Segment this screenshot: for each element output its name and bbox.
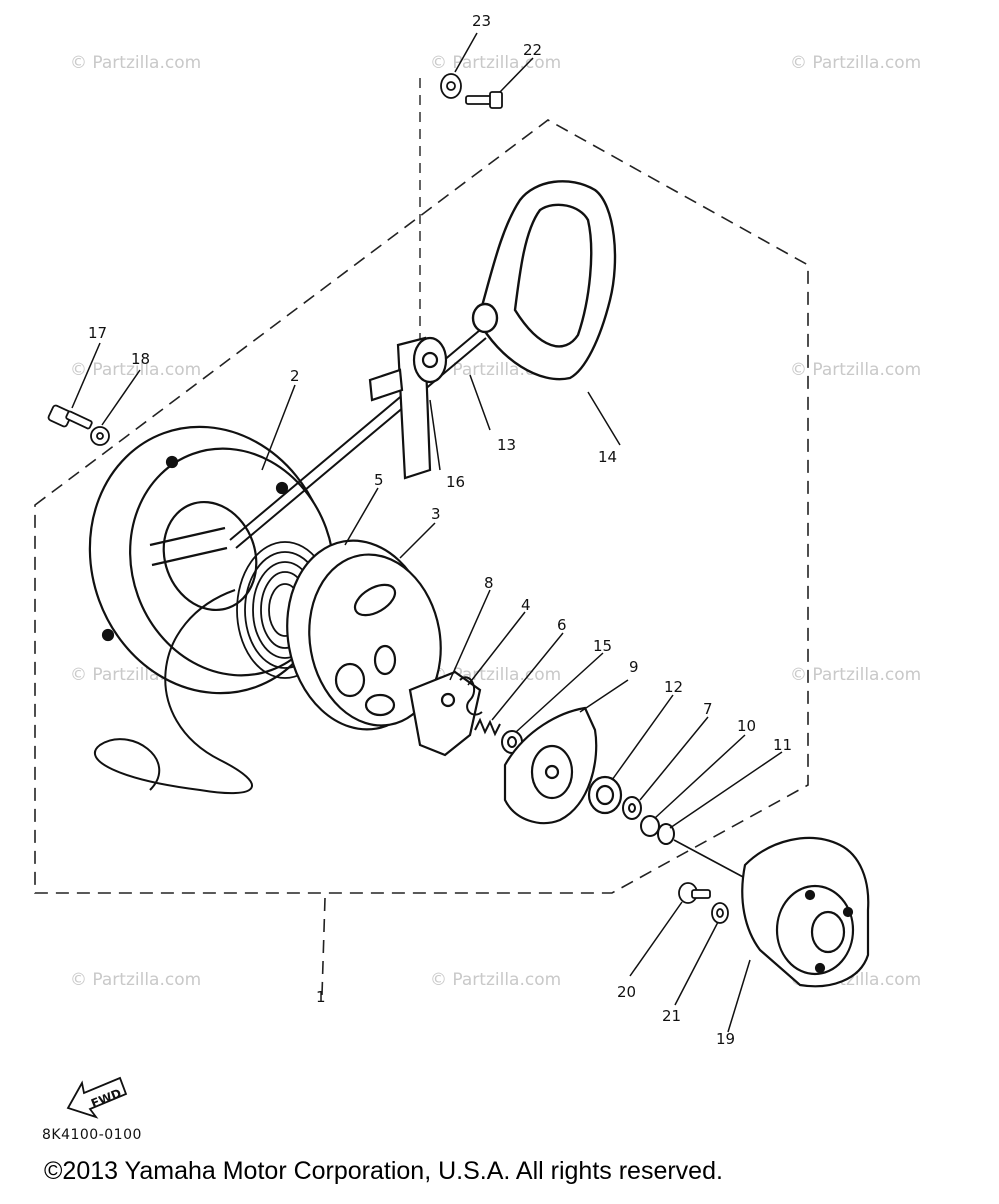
- watermark: © Partzilla.com: [790, 665, 921, 685]
- drive-plate-9: [503, 706, 598, 825]
- assembly-leader: [321, 897, 326, 996]
- diagram-code: 8K4100-0100: [42, 1127, 142, 1143]
- pawl-spring-4: [459, 676, 483, 716]
- watermark: © Partzilla.com: [70, 53, 201, 73]
- part-label-21: 21: [662, 1007, 681, 1025]
- part-label-19: 19: [716, 1030, 735, 1048]
- spring-6: [474, 717, 501, 737]
- washer-21: [711, 902, 729, 924]
- part-label-9: 9: [629, 658, 639, 676]
- part-label-11: 11: [773, 736, 792, 754]
- part-label-16: 16: [446, 473, 465, 491]
- starter-handle-14: [471, 180, 617, 381]
- watermark: © Partzilla.com: [790, 53, 921, 73]
- collar-15: [501, 730, 523, 754]
- axis-line: [673, 839, 746, 879]
- nut-23: [440, 73, 462, 99]
- part-label-17: 17: [88, 324, 107, 342]
- assembly-outline: [34, 119, 809, 894]
- nut-11: [657, 823, 675, 845]
- bolt-17: [47, 404, 93, 430]
- drive-pulley-3: [286, 539, 442, 731]
- part-label-7: 7: [703, 700, 713, 718]
- watermark: © Partzilla.com: [70, 970, 201, 990]
- part-label-8: 8: [484, 574, 494, 592]
- part-label-3: 3: [431, 505, 441, 523]
- washer-7: [622, 796, 642, 820]
- watermark: © Partzilla.com: [430, 970, 561, 990]
- starter-case-2: [88, 425, 335, 695]
- part-label-14: 14: [598, 448, 617, 466]
- leader-lines: [71, 32, 783, 1033]
- watermark: © Partzilla.com: [70, 360, 201, 380]
- part-label-15: 15: [593, 637, 612, 655]
- part-label-10: 10: [737, 717, 756, 735]
- pawl-8: [408, 670, 482, 757]
- part-label-20: 20: [617, 983, 636, 1001]
- rope-guide-16: [368, 336, 448, 480]
- part-label-1: 1: [316, 988, 326, 1006]
- watermark: © Partzilla.com: [790, 360, 921, 380]
- part-label-2: 2: [290, 367, 300, 385]
- copyright-notice: ©2013 Yamaha Motor Corporation, U.S.A. A…: [44, 1157, 723, 1185]
- part-label-13: 13: [497, 436, 516, 454]
- part-label-5: 5: [374, 471, 384, 489]
- part-label-12: 12: [664, 678, 683, 696]
- starter-pulley-19: [741, 836, 870, 988]
- part-label-18: 18: [131, 350, 150, 368]
- bolt-22: [465, 91, 503, 109]
- bolt-20: [678, 882, 711, 904]
- part-label-23: 23: [472, 12, 491, 30]
- part-label-6: 6: [557, 616, 567, 634]
- part-labels: 23 22 17 18 2 13 14 16 5 3 8 4 6 15 9 12…: [88, 12, 792, 1048]
- washer-18: [90, 426, 110, 446]
- washer-12: [587, 775, 623, 815]
- fwd-arrow-icon: FWD: [66, 1076, 128, 1119]
- part-label-4: 4: [521, 596, 531, 614]
- part-label-22: 22: [523, 41, 542, 59]
- washer-10: [640, 815, 660, 837]
